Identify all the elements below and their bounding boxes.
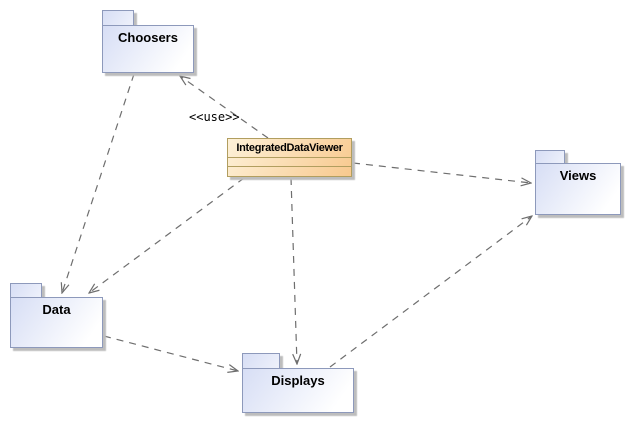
edge-idv-to-data (89, 177, 245, 293)
edge-idv-to-choosers (180, 76, 269, 139)
package-name: Data (42, 302, 71, 317)
edge-idv-to-displays (290, 177, 297, 364)
package-name: Views (559, 168, 597, 183)
edge-data-to-displays (103, 335, 238, 371)
package-data-body: Data (10, 297, 103, 348)
edge-choosers-to-data (62, 73, 135, 293)
package-views-body: Views (535, 163, 621, 215)
use-stereotype-label: <<use>> (189, 110, 240, 124)
class-integrateddataviewer[interactable]: IntegratedDataViewer (227, 138, 352, 177)
class-name: IntegratedDataViewer (236, 142, 343, 154)
edge-displays-to-views (329, 216, 532, 368)
package-choosers-body: Choosers (102, 25, 194, 73)
package-displays-body: Displays (242, 368, 354, 413)
package-name: Displays (271, 373, 325, 388)
package-name: Choosers (118, 30, 178, 45)
package-choosers-tab (102, 10, 134, 26)
package-data-tab (10, 283, 42, 298)
class-attributes-compartment (228, 157, 351, 166)
package-views-tab (535, 150, 565, 164)
edge-idv-to-views (352, 162, 531, 183)
package-displays-tab (242, 353, 280, 369)
class-operations-compartment (228, 166, 351, 175)
